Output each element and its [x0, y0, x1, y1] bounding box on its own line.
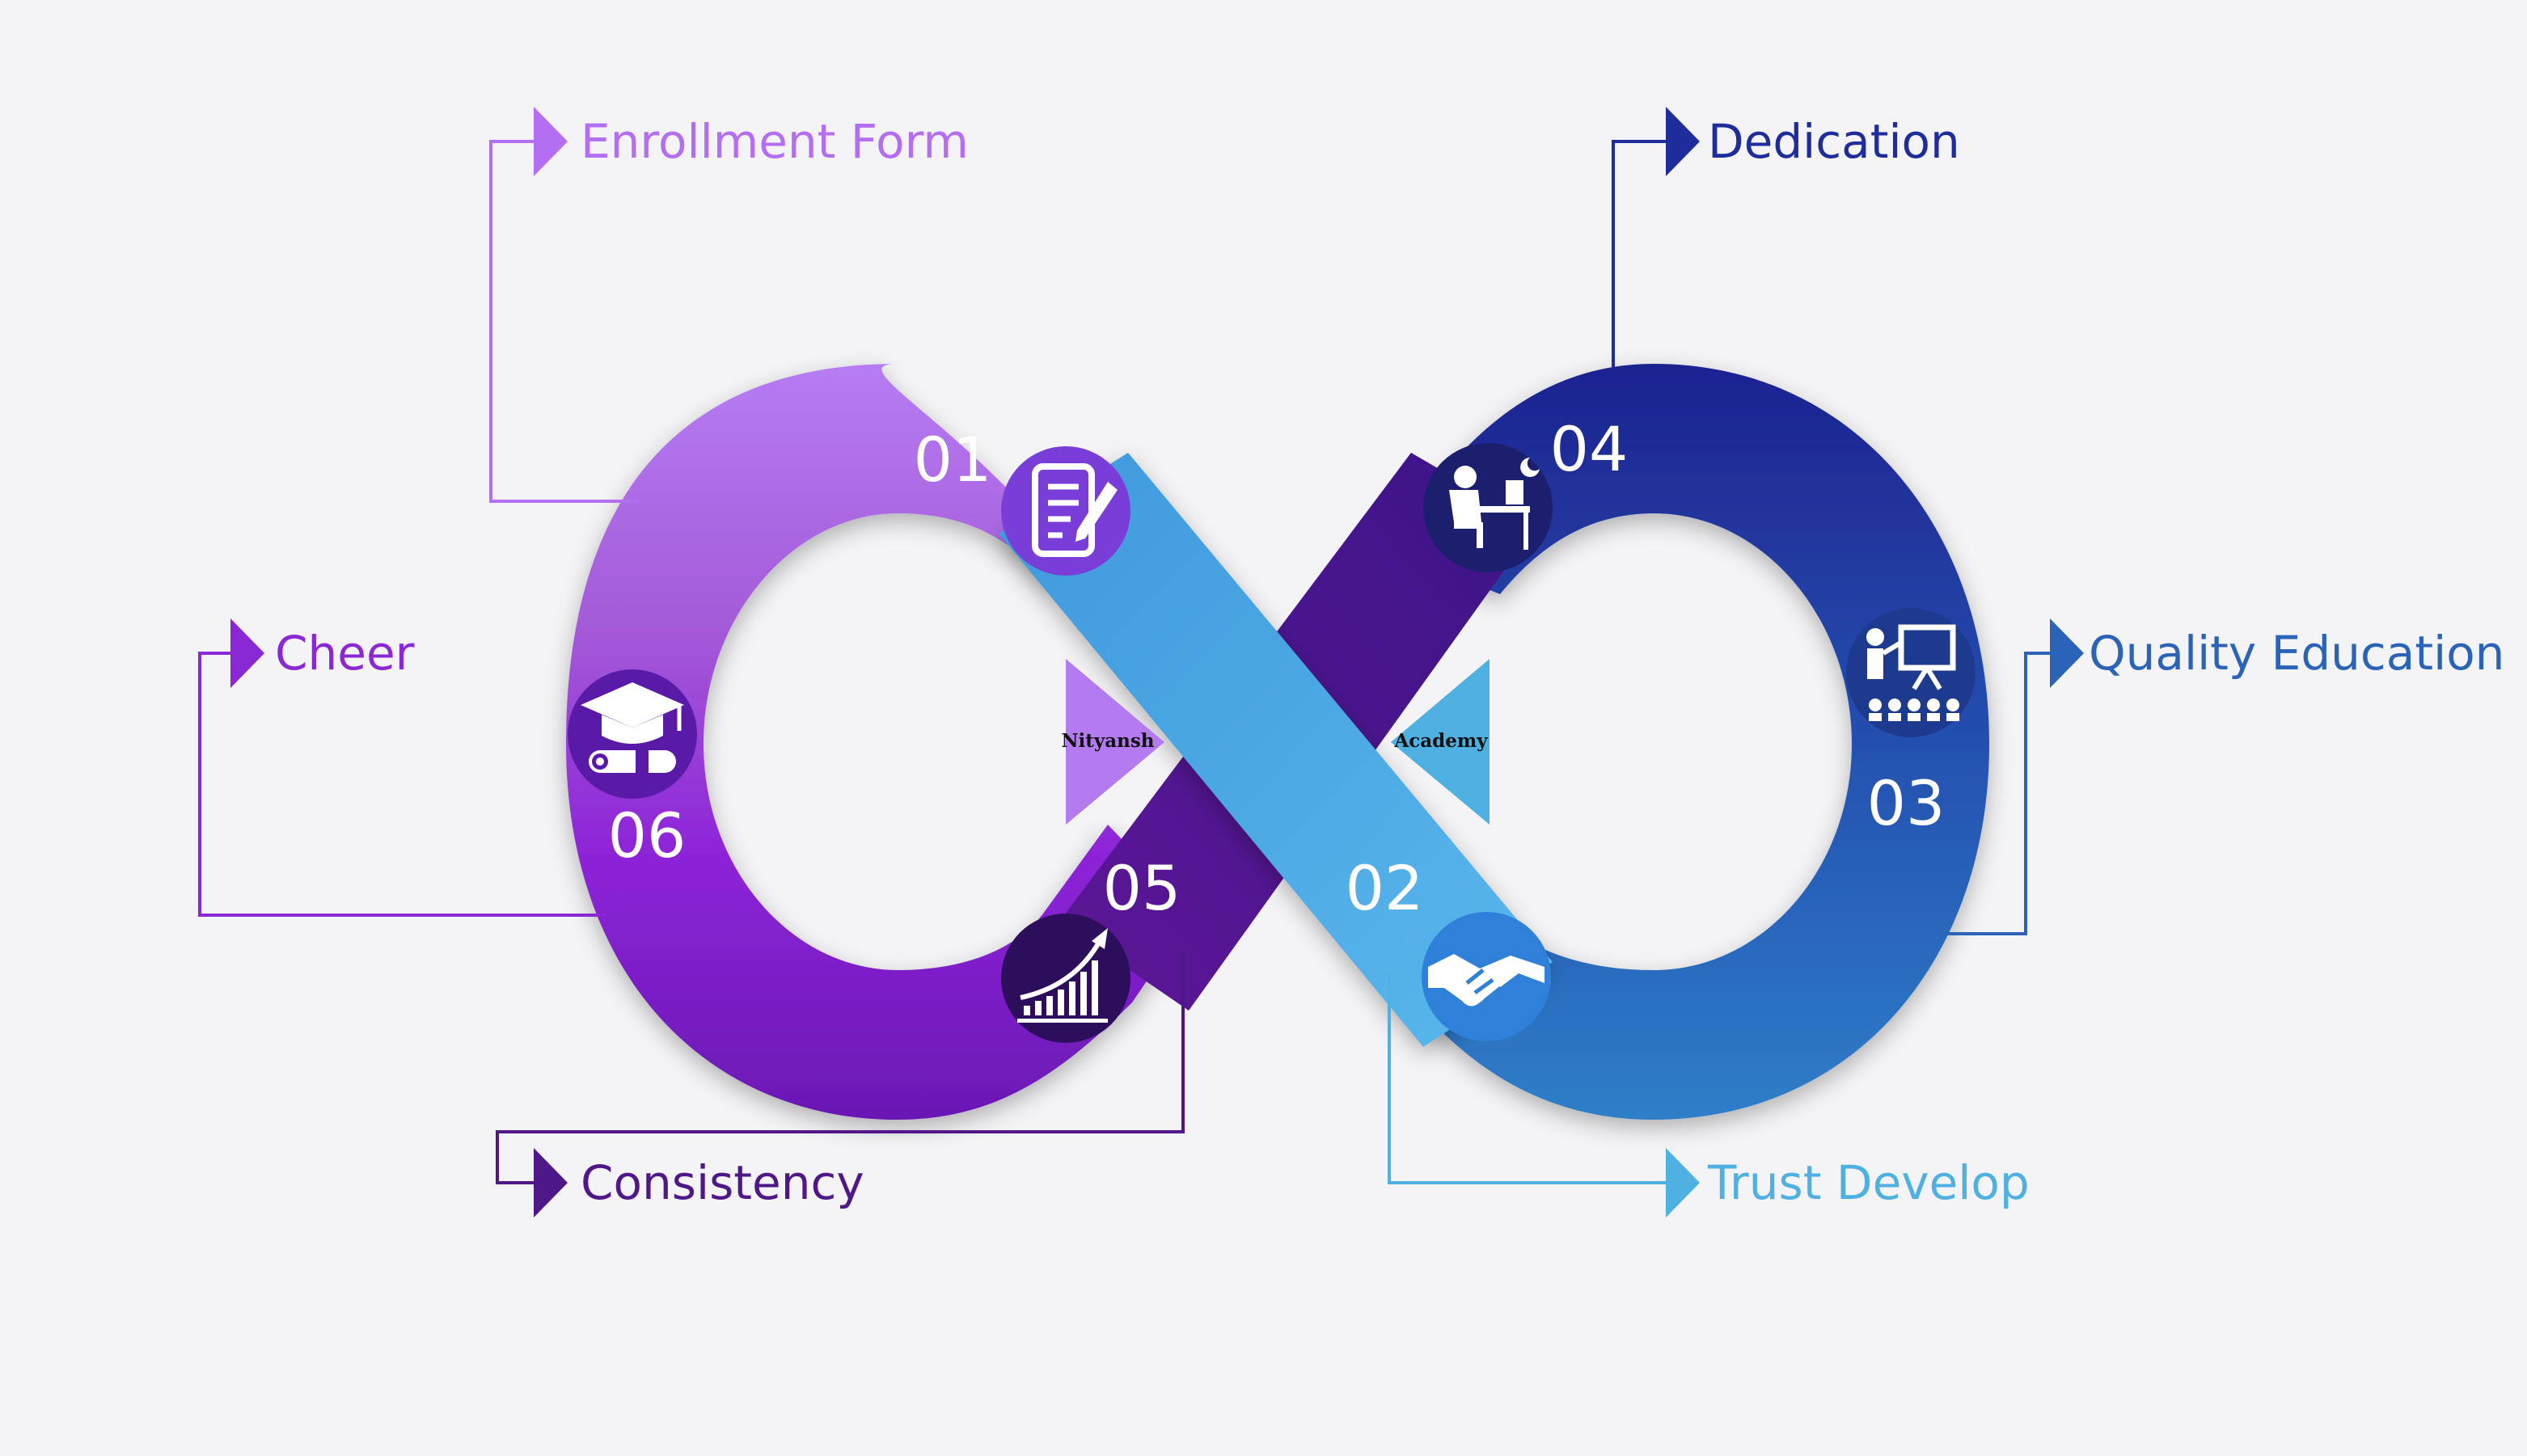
- connector-01: [489, 140, 639, 503]
- center-right-text: Academy: [1393, 730, 1488, 752]
- step-03-number: 03: [1867, 767, 1946, 839]
- step-06-number: 06: [608, 800, 687, 871]
- step-04-label: Dedication: [1708, 114, 1960, 169]
- step-05-number: 05: [1103, 852, 1181, 924]
- graduation-cap-diploma-icon: [568, 669, 697, 799]
- teacher-presentation-icon: [1846, 608, 1976, 737]
- connector-03: [1937, 652, 2050, 935]
- step-05-label: Consistency: [581, 1155, 864, 1210]
- arrow-03: [2050, 618, 2084, 688]
- step-03-label: Quality Education: [2089, 626, 2504, 681]
- person-at-desk-icon: [1423, 443, 1553, 572]
- connector-04: [1612, 140, 1666, 368]
- center-left-triangle: [1066, 659, 1164, 825]
- arrow-02: [1666, 1148, 1700, 1218]
- arrow-01: [534, 107, 568, 176]
- growth-chart-icon: [1001, 914, 1130, 1043]
- arrow-05: [534, 1148, 568, 1218]
- step-04-number: 04: [1550, 413, 1629, 485]
- step-06-label: Cheer: [275, 626, 415, 681]
- center-right-triangle: [1391, 659, 1490, 825]
- step-01-number: 01: [914, 424, 992, 496]
- step-02-label: Trust Develop: [1707, 1155, 2030, 1210]
- handshake-icon: [1422, 912, 1551, 1041]
- right-loop: [1391, 364, 1989, 1120]
- arrow-06: [230, 618, 264, 688]
- connector-05: [496, 950, 1185, 1184]
- arrow-04: [1666, 107, 1700, 176]
- step-02-number: 02: [1346, 852, 1424, 924]
- connector-02: [1388, 974, 1666, 1184]
- step-01-label: Enrollment Form: [581, 114, 969, 169]
- document-pen-icon: [1001, 446, 1130, 576]
- blue-band: [999, 453, 1553, 1047]
- center-left-text: Nityansh: [1061, 730, 1154, 752]
- connector-06: [198, 652, 606, 917]
